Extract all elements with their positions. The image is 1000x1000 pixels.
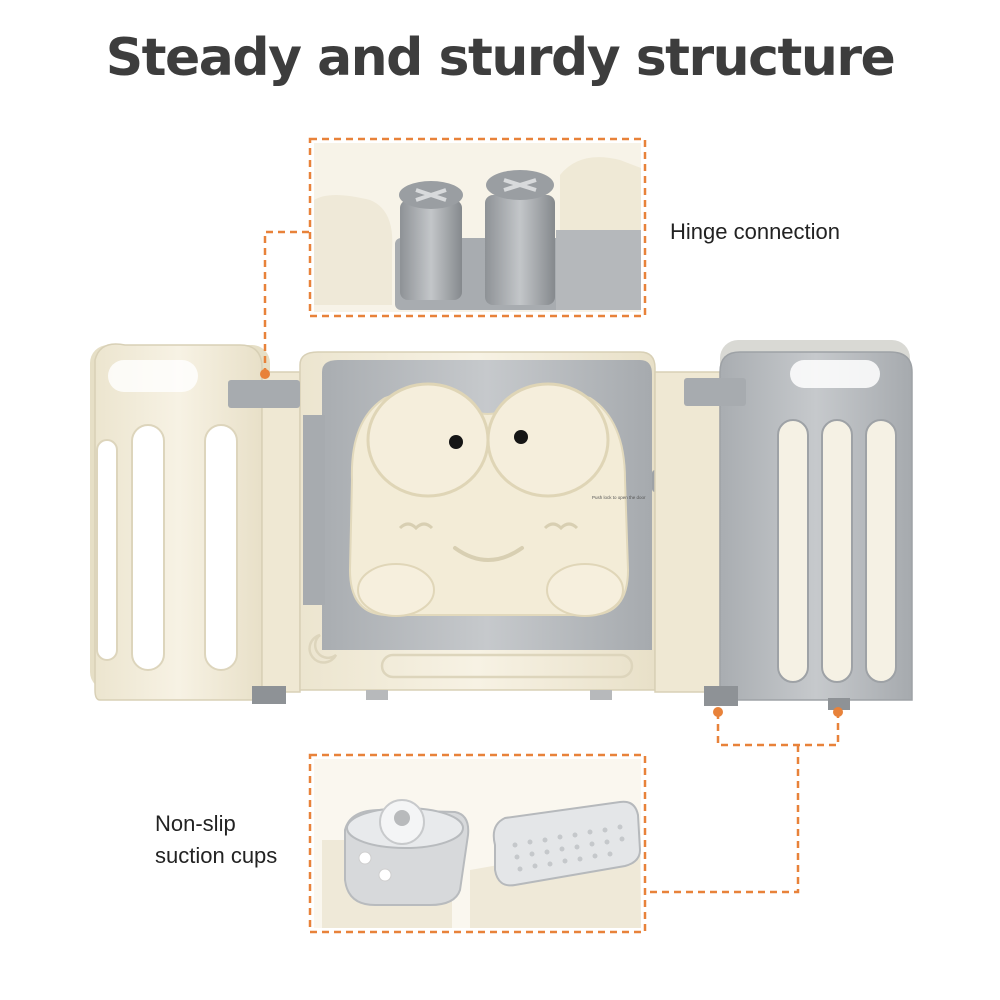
hinge-closeup (314, 143, 641, 312)
hinge-callout-frame (308, 137, 647, 318)
left-eye (449, 435, 463, 449)
right-panel (719, 351, 913, 701)
suction-cups-label: Non-slip suction cups (155, 808, 277, 872)
hinge-leader-dot (260, 369, 270, 379)
hinge-leader (263, 230, 310, 375)
suction-label-line1: Non-slip (155, 811, 236, 836)
hinge-right (684, 378, 746, 406)
hinge-knob-2 (485, 195, 555, 305)
frog-face (348, 382, 630, 617)
rubber-grip-pad (492, 800, 642, 887)
suction-callout-frame (308, 753, 647, 934)
hinge-knob-1 (400, 200, 462, 300)
hinge-left (228, 380, 300, 408)
hinge-connection-label: Hinge connection (670, 219, 841, 244)
foot-right (704, 686, 738, 706)
playpen-panels: Push lock to open the door (90, 340, 913, 710)
suction-leader-branch (645, 745, 800, 894)
suction-label-line2: suction cups (155, 843, 278, 868)
suction-closeup (314, 759, 642, 928)
callout-leaders (263, 137, 840, 934)
foot-left (252, 686, 286, 704)
page-title: Steady and sturdy structure (105, 28, 896, 88)
suction-leader (716, 712, 840, 747)
right-eye (514, 430, 528, 444)
gate-sticker: Push lock to open the door (592, 495, 646, 500)
moon-emboss (308, 633, 338, 664)
